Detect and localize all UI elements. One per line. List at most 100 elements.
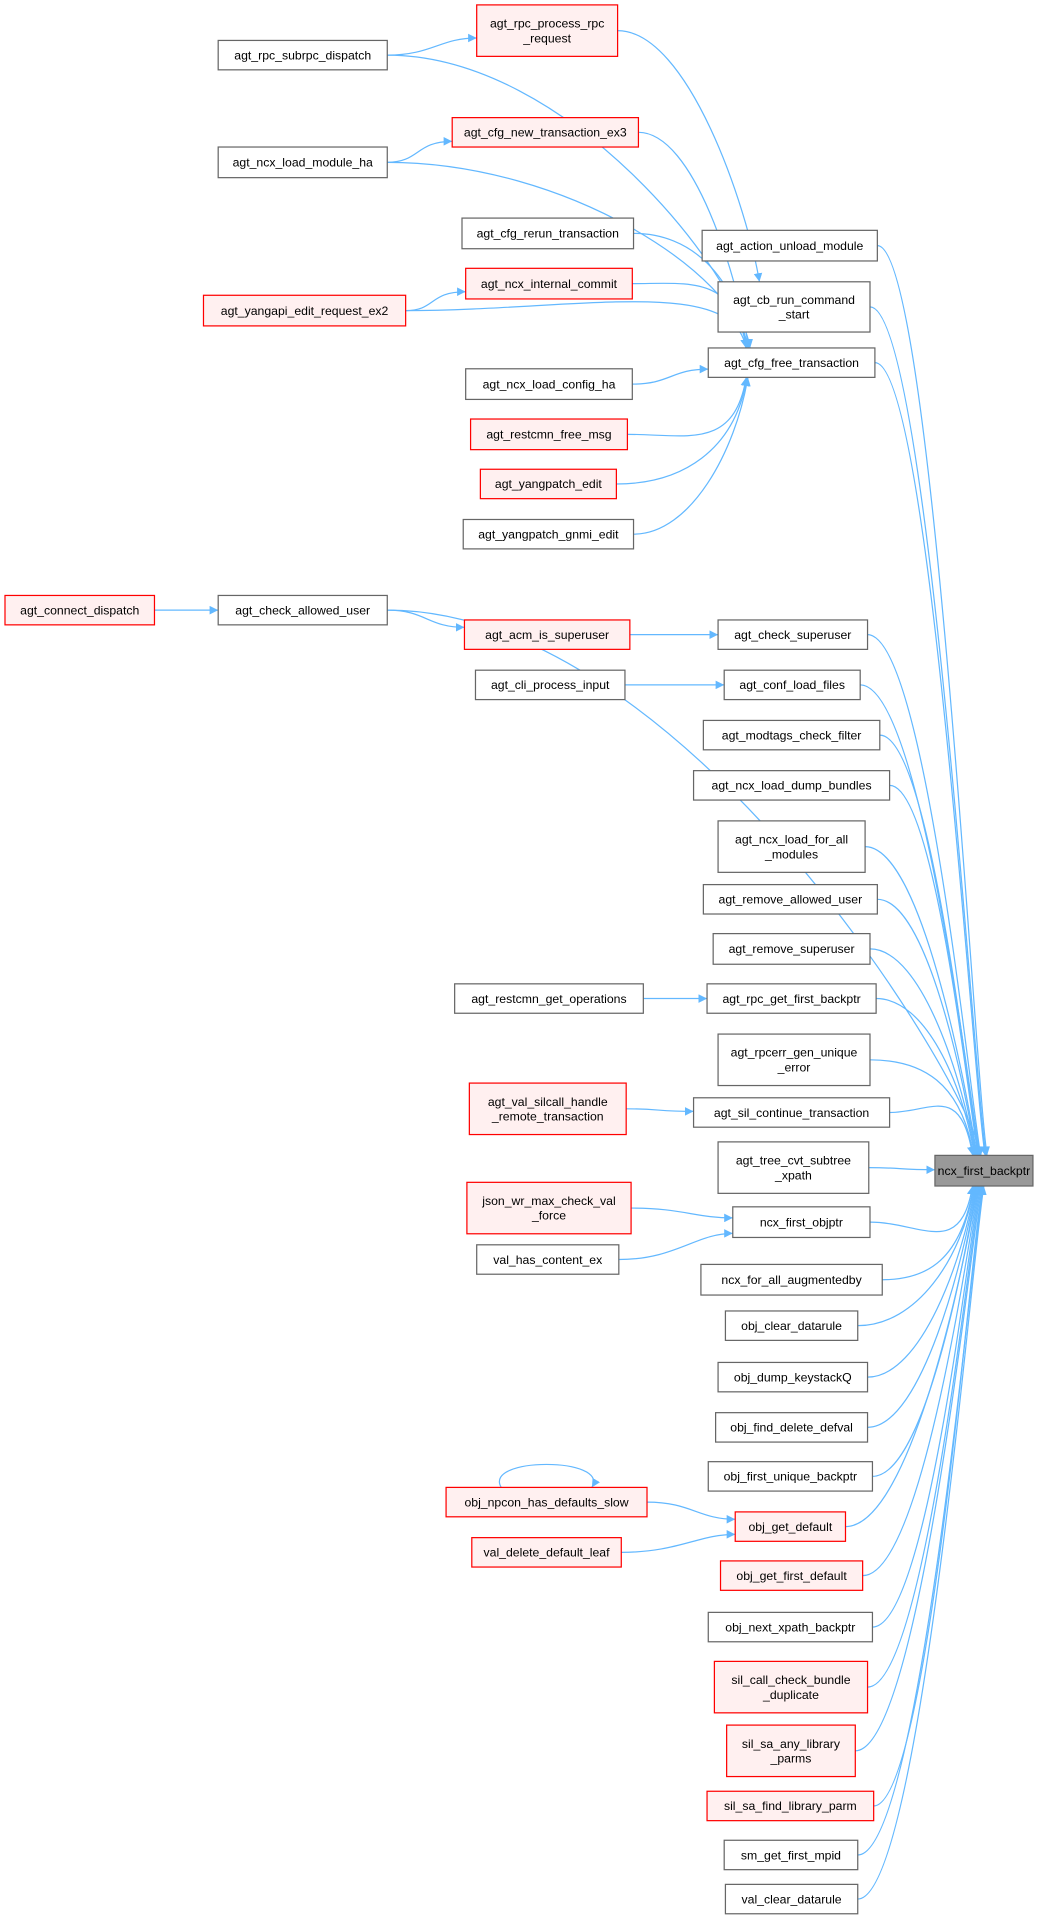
graph-node[interactable]: agt_conf_load_files xyxy=(723,669,861,701)
graph-node[interactable]: agt_restcmn_get_operations xyxy=(454,983,644,1014)
node-label: _start xyxy=(778,308,810,322)
graph-node[interactable]: agt_check_allowed_user xyxy=(217,594,388,626)
node-box xyxy=(701,229,878,262)
graph-node[interactable]: agt_ncx_load_module_ha xyxy=(217,146,388,179)
node-label: agt_check_superuser xyxy=(734,628,851,642)
graph-node[interactable]: agt_acm_is_superuser xyxy=(463,619,631,650)
graph-node[interactable]: agt_yangpatch_gnmi_edit xyxy=(462,518,635,550)
graph-node[interactable]: agt_val_silcall_handle_remote_transactio… xyxy=(468,1082,627,1136)
graph-node[interactable]: sil_sa_find_library_parm xyxy=(706,1790,875,1822)
node-label: agt_sil_continue_transaction xyxy=(714,1106,869,1120)
node-label: agt_cb_run_command xyxy=(733,293,855,307)
graph-node[interactable]: agt_ncx_load_for_all_modules xyxy=(717,820,866,873)
graph-node[interactable]: agt_cfg_free_transaction xyxy=(707,347,876,378)
graph-node[interactable]: agt_rpcerr_gen_unique_error xyxy=(717,1033,871,1087)
node-label: _force xyxy=(531,1209,566,1223)
graph-node[interactable]: obj_npcon_has_defaults_slow xyxy=(445,1486,648,1518)
edge-ncx_for_all_augmentedby-to-target xyxy=(882,1185,977,1281)
node-box xyxy=(465,267,633,300)
graph-node[interactable]: obj_next_xpath_backptr xyxy=(707,1611,874,1643)
graph-node[interactable]: obj_get_default xyxy=(734,1511,847,1542)
graph-node[interactable]: agt_check_superuser xyxy=(717,619,869,650)
graph-node[interactable]: ncx_first_objptr xyxy=(732,1206,871,1239)
graph-node[interactable]: agt_yangapi_edit_request_ex2 xyxy=(202,294,407,327)
edge-agt_yangapi_edit_request_ex2-to-agt_ncx_internal_commit xyxy=(405,287,466,312)
graph-node[interactable]: agt_ncx_load_config_ha xyxy=(465,368,633,401)
node-label: agt_val_silcall_handle xyxy=(488,1095,608,1109)
graph-node[interactable]: agt_modtags_check_filter xyxy=(702,719,881,751)
edge-agt_val_silcall_handle_remote_transaction-to-agt_sil_continue_transaction xyxy=(626,1107,694,1116)
graph-node[interactable]: agt_tree_cvt_subtree_xpath xyxy=(717,1141,870,1194)
graph-node[interactable]: agt_rpc_get_first_backptr xyxy=(706,983,877,1014)
graph-node[interactable]: agt_remove_allowed_user xyxy=(702,883,878,915)
node-box xyxy=(217,39,388,71)
graph-node[interactable]: agt_rpc_subrpc_dispatch xyxy=(217,39,388,71)
node-label: agt_remove_allowed_user xyxy=(719,893,863,907)
graph-node[interactable]: obj_clear_datarule xyxy=(724,1310,859,1341)
graph-node[interactable]: val_has_content_ex xyxy=(476,1244,620,1275)
graph-node[interactable]: sil_call_check_bundle_duplicate xyxy=(713,1660,869,1714)
graph-node[interactable]: val_delete_default_leaf xyxy=(471,1537,622,1568)
graph-node[interactable]: agt_yangpatch_edit xyxy=(479,468,617,500)
node-label: json_wr_max_check_val xyxy=(481,1194,615,1208)
node-label: agt_restcmn_free_msg xyxy=(486,428,611,442)
node-label: obj_get_first_default xyxy=(736,1569,847,1583)
graph-node[interactable]: agt_restcmn_free_msg xyxy=(469,418,629,451)
node-box xyxy=(476,4,619,57)
graph-node[interactable]: sm_get_first_mpid xyxy=(723,1839,859,1871)
node-label: obj_find_delete_defval xyxy=(730,1421,853,1435)
edge-agt_check_superuser-to-target xyxy=(867,634,984,1156)
node-label: agt_acm_is_superuser xyxy=(485,628,609,642)
graph-node[interactable]: obj_dump_keystackQ xyxy=(717,1361,869,1393)
graph-node[interactable]: agt_remove_superuser xyxy=(712,932,871,965)
graph-node[interactable]: ncx_for_all_augmentedby xyxy=(700,1263,883,1296)
node-box xyxy=(723,669,861,701)
graph-node[interactable]: agt_ncx_internal_commit xyxy=(465,267,633,300)
node-label: obj_clear_datarule xyxy=(741,1319,842,1333)
graph-node[interactable]: obj_get_first_default xyxy=(719,1560,864,1591)
node-label: _modules xyxy=(764,847,818,861)
edge-sil_sa_any_library_parms-to-target xyxy=(855,1185,985,1752)
edge-agt_cfg_free_transaction-to-target xyxy=(874,362,988,1156)
node-label: obj_first_unique_backptr xyxy=(724,1470,857,1484)
edge-agt_rpc_get_first_backptr-to-target xyxy=(876,997,978,1156)
edge-agt_ncx_load_dump_bundles-to-target xyxy=(889,784,981,1156)
node-box xyxy=(692,770,891,801)
node-label: ncx_first_backptr xyxy=(938,1164,1031,1178)
graph-node[interactable]: agt_ncx_load_dump_bundles xyxy=(692,770,891,801)
node-box xyxy=(463,619,631,650)
node-label: _remote_transaction xyxy=(491,1109,604,1123)
node-box xyxy=(726,1724,856,1778)
node-label: agt_ncx_internal_commit xyxy=(481,277,618,291)
node-label: agt_restcmn_get_operations xyxy=(471,992,626,1006)
graph-node[interactable]: agt_cli_process_input xyxy=(474,669,626,701)
graph-node[interactable]: agt_action_unload_module xyxy=(701,229,878,262)
edge-sil_sa_find_library_parm-to-target xyxy=(873,1185,986,1807)
node-label: sm_get_first_mpid xyxy=(741,1848,841,1862)
edge-agt_tree_cvt_subtree_xpath-to-target xyxy=(868,1165,935,1175)
graph-node[interactable]: json_wr_max_check_val_force xyxy=(466,1181,632,1235)
edge-obj_dump_keystackQ-to-target xyxy=(867,1185,978,1378)
edge-agt_yangpatch_edit-to-agt_cfg_free_transaction xyxy=(616,377,750,485)
graph-node[interactable]: agt_sil_continue_transaction xyxy=(692,1097,891,1128)
node-label: agt_modtags_check_filter xyxy=(722,728,862,742)
graph-node[interactable]: agt_connect_dispatch xyxy=(4,594,156,626)
graph-node[interactable]: val_clear_datarule xyxy=(724,1883,859,1915)
node-label: agt_yangapi_edit_request_ex2 xyxy=(221,304,389,318)
node-label: agt_cfg_rerun_transaction xyxy=(477,227,620,241)
edge-agt_restcmn_free_msg-to-agt_cfg_free_transaction xyxy=(627,377,750,437)
node-box xyxy=(469,418,629,451)
node-label: agt_cfg_new_transaction_ex3 xyxy=(464,126,627,140)
graph-node[interactable]: agt_rpc_process_rpc_request xyxy=(476,4,619,57)
node-label: _parms xyxy=(770,1751,812,1765)
target-node[interactable]: ncx_first_backptr xyxy=(934,1154,1034,1187)
graph-node[interactable]: obj_find_delete_defval xyxy=(715,1412,869,1443)
node-box xyxy=(465,368,633,401)
graph-node[interactable]: sil_sa_any_library_parms xyxy=(726,1724,856,1778)
graph-node[interactable]: agt_cfg_new_transaction_ex3 xyxy=(451,117,640,148)
graph-node[interactable]: obj_first_unique_backptr xyxy=(707,1461,874,1492)
graph-node[interactable]: agt_cfg_rerun_transaction xyxy=(461,217,635,250)
node-label: _error xyxy=(777,1060,811,1074)
graph-node[interactable]: agt_cb_run_command_start xyxy=(717,281,871,333)
edge-obj_next_xpath_backptr-to-target xyxy=(872,1185,983,1628)
